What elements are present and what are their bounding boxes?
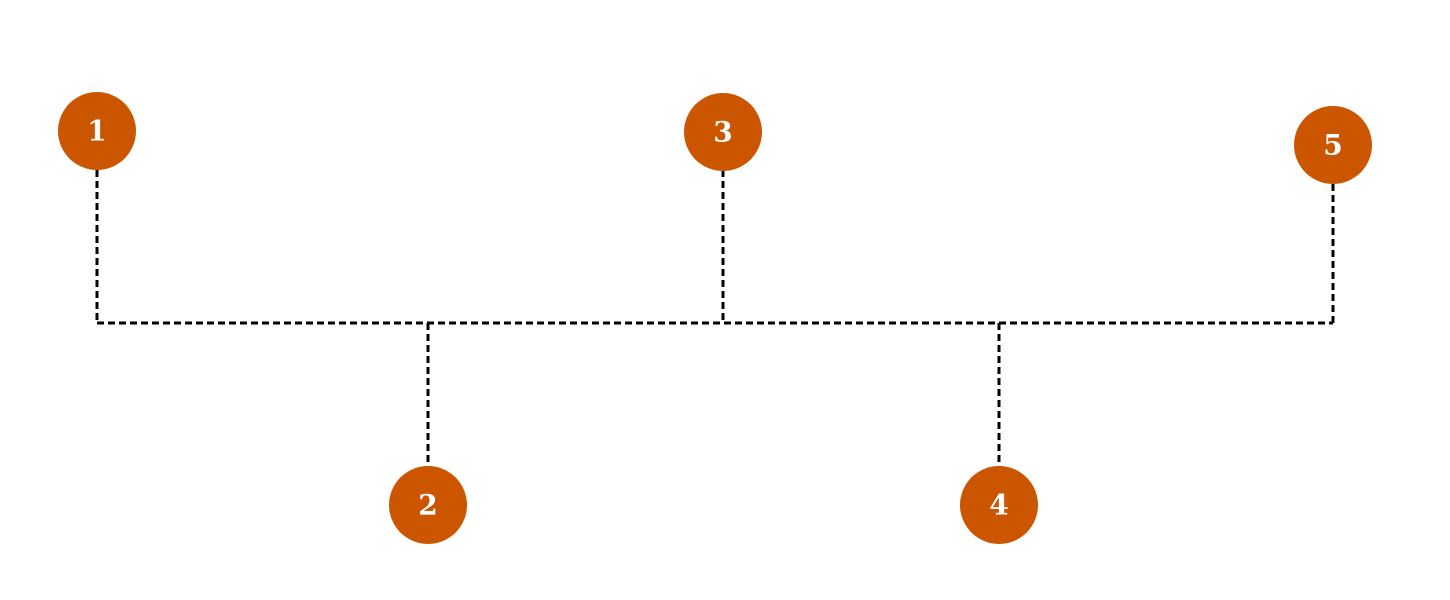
node-3-circle bbox=[684, 93, 762, 171]
node-5-label: 5 bbox=[1323, 129, 1342, 162]
node-3: 3 bbox=[684, 93, 762, 171]
node-4-label: 4 bbox=[989, 489, 1008, 522]
node-2-circle bbox=[389, 466, 467, 544]
node-1-circle bbox=[58, 92, 136, 170]
node-2: 2 bbox=[389, 466, 467, 544]
node-1-label: 1 bbox=[87, 115, 106, 148]
node-4-circle bbox=[960, 466, 1038, 544]
node-1: 1 bbox=[58, 92, 136, 170]
node-3-label: 3 bbox=[713, 116, 732, 149]
connector-lines bbox=[95, 170, 1335, 466]
node-5: 5 bbox=[1294, 106, 1372, 184]
node-5-circle bbox=[1294, 106, 1372, 184]
node-2-label: 2 bbox=[418, 489, 437, 522]
node-4: 4 bbox=[960, 466, 1038, 544]
